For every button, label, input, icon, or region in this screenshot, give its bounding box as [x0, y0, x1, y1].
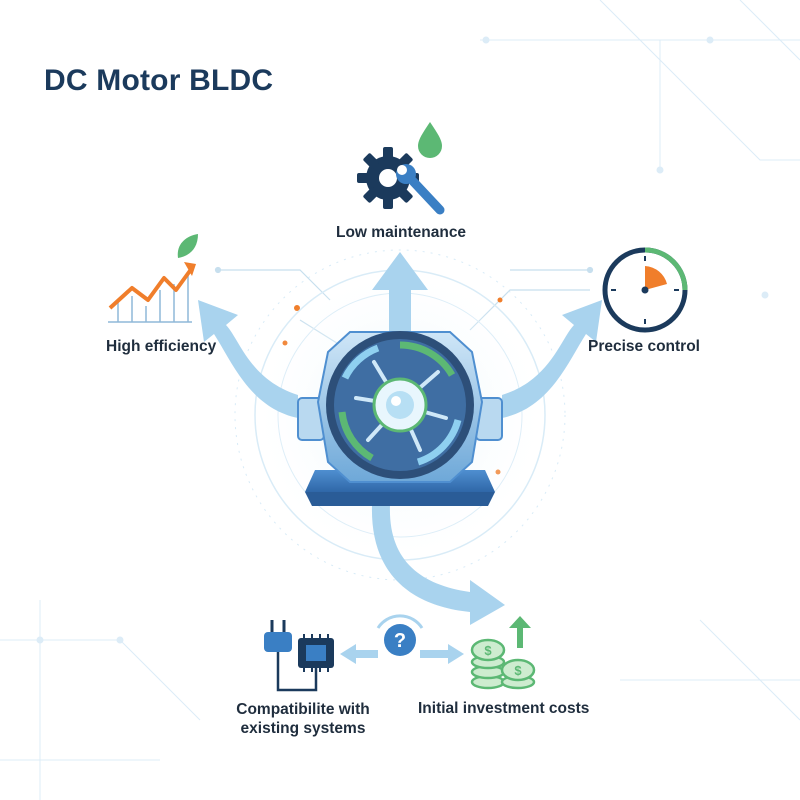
- label-initial-investment: Initial investment costs: [418, 700, 590, 717]
- question-icon: ?: [376, 614, 424, 656]
- label-compatibility: Compatibilite with existing systems: [218, 700, 388, 738]
- link-arrow-right: [420, 644, 464, 664]
- arrow-down: [371, 505, 505, 625]
- flow-arrows: [198, 252, 602, 664]
- arrow-right: [502, 300, 602, 418]
- svg-text:?: ?: [394, 630, 406, 652]
- label-low-maintenance: Low maintenance: [336, 224, 467, 241]
- label-precise-control: Precise control: [588, 338, 700, 355]
- label-compatibility-line2: existing systems: [240, 720, 366, 737]
- coin-stack-icon: $ $: [470, 616, 536, 690]
- arrow-left: [198, 300, 298, 418]
- svg-text:$: $: [514, 663, 522, 678]
- gauge-icon: [602, 247, 688, 333]
- motor-illustration: [297, 331, 503, 506]
- arrow-up: [372, 252, 428, 335]
- link-arrow-left: [340, 644, 378, 664]
- gear-wrench-icon: [357, 122, 445, 215]
- label-compatibility-line1: Compatibilite with: [236, 701, 370, 718]
- page-title: DC Motor BLDC: [44, 64, 274, 97]
- plug-circuit-icon: [264, 620, 334, 692]
- svg-text:$: $: [484, 643, 492, 658]
- label-high-efficiency: High efficiency: [106, 338, 217, 355]
- growth-chart-icon: [108, 234, 198, 323]
